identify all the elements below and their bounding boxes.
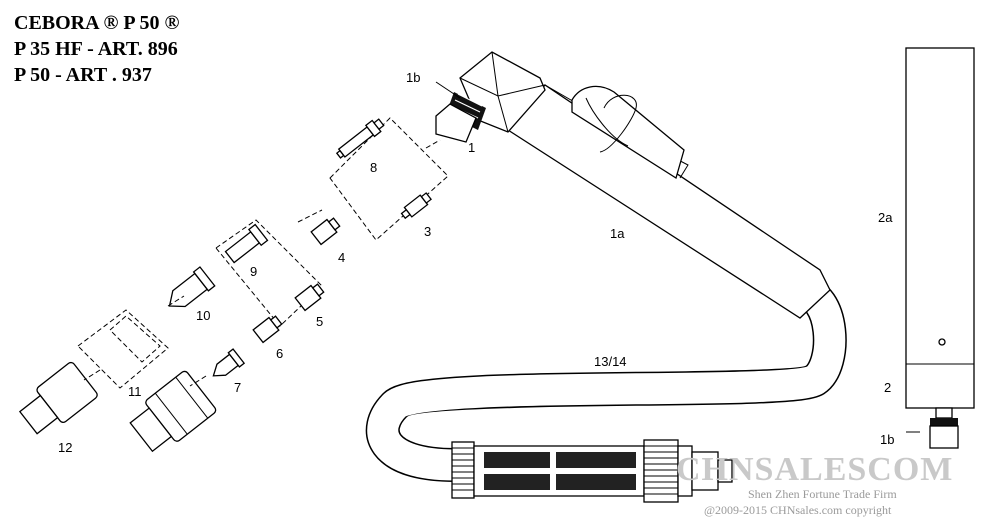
- label-2: 2: [884, 380, 891, 395]
- part-11: [77, 309, 169, 389]
- title-line-1: CEBORA ® P 50 ®: [14, 12, 180, 34]
- label-1: 1: [468, 140, 475, 155]
- label-8: 8: [370, 160, 377, 175]
- title-line-2: P 35 HF - ART. 896: [14, 38, 178, 60]
- part-6: [252, 315, 283, 344]
- part-12: [18, 361, 98, 435]
- label-12: 12: [58, 440, 72, 455]
- hose-13-14: [365, 275, 847, 482]
- label-9: 9: [250, 264, 257, 279]
- label-4: 4: [338, 250, 345, 265]
- leader-lines: [83, 81, 920, 433]
- diagram-title: CEBORA ® P 50 ® P 35 HF - ART. 896 P 50 …: [14, 10, 179, 88]
- watermark-firm: Shen Zhen Fortune Trade Firm: [748, 487, 897, 501]
- label-1b-bottom: 1b: [880, 432, 894, 447]
- hose-connector: [451, 439, 733, 503]
- label-1a: 1a: [610, 226, 625, 241]
- label-2a: 2a: [878, 210, 893, 225]
- watermark-copyright: @2009-2015 CHNsales.com copyright: [704, 503, 892, 517]
- watermark-brand: CHNSALESCOM: [676, 451, 953, 488]
- label-5: 5: [316, 314, 323, 329]
- label-10: 10: [196, 308, 210, 323]
- label-11: 11: [128, 384, 142, 399]
- title-line-3: P 50 - ART . 937: [14, 64, 152, 86]
- part-7: [212, 348, 246, 377]
- label-13-14: 13/14: [594, 354, 627, 369]
- label-7: 7: [234, 380, 241, 395]
- label-3: 3: [424, 224, 431, 239]
- label-6: 6: [276, 346, 283, 361]
- label-1b-top: 1b: [406, 70, 420, 85]
- torch-body-2a: [905, 47, 975, 449]
- part-10: [168, 266, 216, 308]
- group-3-8: [329, 117, 449, 241]
- torch-handle-1a: [435, 51, 831, 319]
- shroud-assembly: [129, 370, 217, 453]
- group-4-5-9-10: [215, 217, 341, 327]
